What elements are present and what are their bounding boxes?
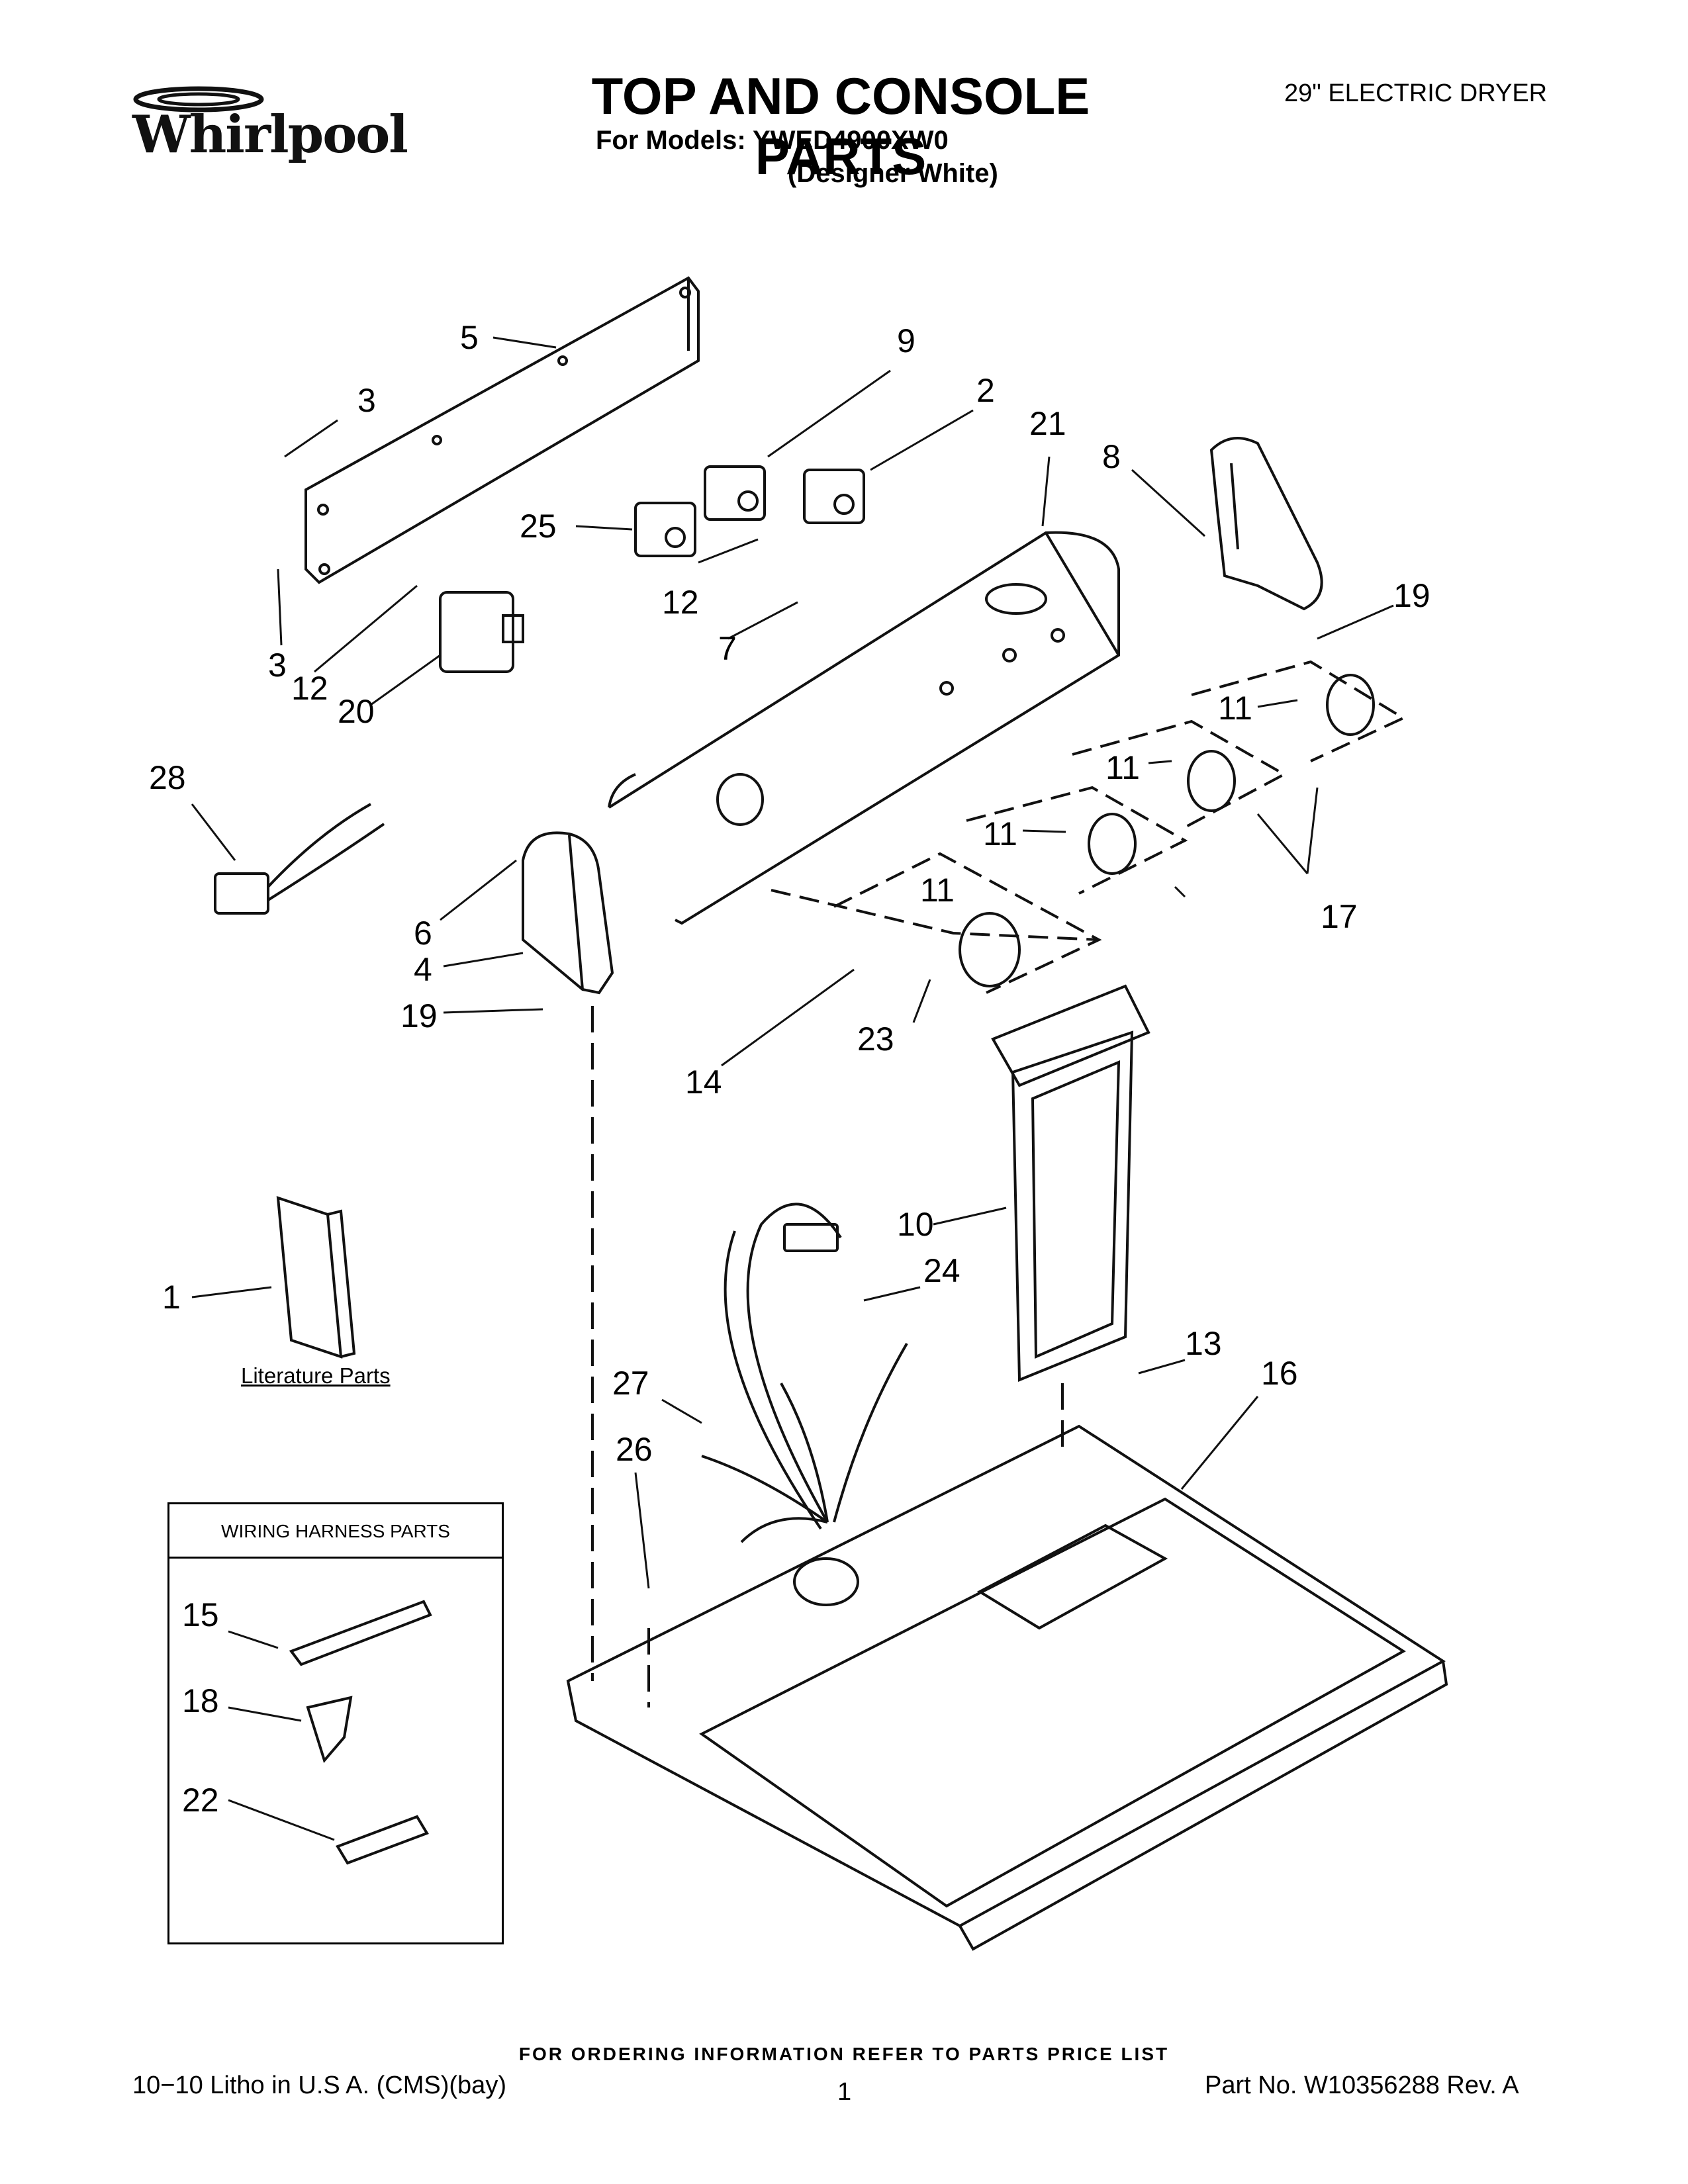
whirlpool-swoosh-icon	[133, 86, 264, 113]
brand-logo: Whirlpool	[132, 105, 408, 165]
knobs	[959, 674, 1375, 987]
harness-28	[214, 803, 385, 915]
callout-20: 20	[338, 693, 375, 730]
callout-3: 3	[357, 382, 376, 419]
callout-18: 18	[182, 1682, 219, 1719]
switch-blocks	[634, 465, 865, 557]
callout-16: 16	[1261, 1355, 1298, 1392]
callout-17: 17	[1321, 898, 1358, 935]
literature-parts-label: Literature Parts	[241, 1363, 391, 1388]
end-cap-left	[522, 831, 614, 995]
console-main	[608, 531, 1120, 925]
console-back-panel	[305, 276, 700, 584]
callout-1: 1	[162, 1279, 181, 1316]
callout-24: 24	[923, 1252, 961, 1289]
callout-13: 13	[1185, 1325, 1222, 1362]
callout-22: 22	[182, 1782, 219, 1819]
lint-filter	[991, 984, 1150, 1382]
end-cap-right	[1209, 437, 1323, 611]
callout-19: 19	[1393, 577, 1430, 614]
models-line: For Models: YWED4900XW0	[596, 126, 949, 155]
page-number: 1	[837, 2078, 852, 2106]
wiring-bundle	[701, 1203, 908, 1543]
ordering-note: FOR ORDERING INFORMATION REFER TO PARTS …	[518, 2044, 1170, 2064]
callout-5: 5	[460, 319, 479, 356]
wiring-harness-parts-box: WIRING HARNESS PARTS	[167, 1502, 504, 1944]
harness-small-parts	[289, 1600, 432, 1865]
page-title: TOP AND CONSOLE PARTS	[591, 67, 1090, 185]
timer	[439, 591, 524, 673]
callout-21: 21	[1029, 405, 1066, 442]
harness-box-title: WIRING HARNESS PARTS	[169, 1504, 502, 1559]
litho-note: 10−10 Litho in U.S A. (CMS)(bay)	[132, 2071, 506, 2099]
callout-25: 25	[520, 508, 557, 545]
part-number: Part No. W10356288 Rev. A	[1205, 2071, 1519, 2099]
color-line: (Designer White)	[788, 159, 998, 188]
callout-27: 27	[612, 1365, 649, 1402]
callout-14: 14	[685, 1064, 722, 1101]
callout-10: 10	[897, 1206, 934, 1243]
dryer-top-panel	[566, 1424, 1448, 1951]
callout-15: 15	[182, 1596, 219, 1633]
callout-12-lower: 12	[291, 670, 328, 707]
callout-8: 8	[1102, 438, 1121, 475]
callout-9: 9	[897, 322, 915, 359]
callout-7: 7	[718, 630, 737, 667]
leader-lines	[191, 336, 1394, 1841]
dashed-detail-boxes	[771, 660, 1407, 994]
callout-11-b: 11	[1105, 749, 1140, 786]
callout-11-d: 11	[920, 872, 955, 909]
callout-12: 12	[662, 584, 699, 621]
clip-icon	[306, 1696, 353, 1764]
callout-3-lower: 3	[268, 647, 287, 684]
callout-19-lower: 19	[400, 997, 438, 1034]
callout-26: 26	[616, 1431, 653, 1468]
callout-11-c: 11	[983, 815, 1017, 852]
literature-booklet	[276, 1196, 356, 1359]
callout-2: 2	[976, 372, 995, 409]
terminal-icon	[336, 1815, 429, 1865]
callout-11-a: 11	[1218, 690, 1252, 727]
alignment-lines	[591, 1006, 1064, 1707]
callout-4: 4	[414, 951, 432, 988]
callout-6: 6	[414, 915, 432, 952]
product-type: 29" ELECTRIC DRYER	[1284, 79, 1548, 107]
cable-tie-icon	[289, 1600, 432, 1666]
callout-23: 23	[857, 1021, 894, 1058]
callout-28: 28	[149, 759, 186, 796]
